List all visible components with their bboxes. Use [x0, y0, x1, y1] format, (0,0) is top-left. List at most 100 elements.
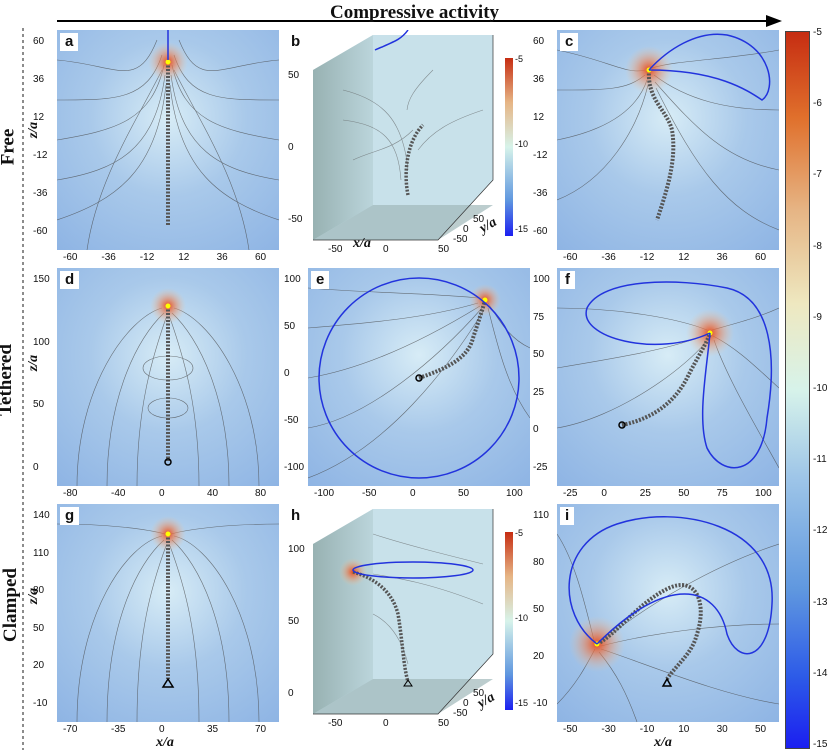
ytick-d-2: 50	[33, 399, 45, 411]
mini-colorbar-tick-h-0: -5	[515, 528, 524, 538]
panel-i: i	[557, 504, 779, 722]
colorbar-tick-2: -7	[813, 169, 822, 181]
ytick-e-1: 50	[284, 321, 296, 332]
ytick-f-5: -25	[533, 462, 548, 473]
mini-colorbar-tick-b-1: -10	[515, 139, 529, 149]
mini-colorbar-b	[505, 58, 513, 236]
ytick-f-4: 0	[533, 424, 539, 436]
panel-label-b: b	[286, 33, 306, 51]
row-label-clamped: Clamped	[0, 568, 21, 642]
ytick-b-0: 50	[288, 70, 300, 81]
xtick-c-0: -60	[563, 252, 578, 263]
xlabel-b: x/a	[353, 236, 371, 251]
xtick-c-4: 36	[716, 252, 728, 263]
xtick-i-1: -30	[601, 724, 616, 735]
ytick-g-2: 80	[33, 585, 45, 597]
ztick-h-1: 0	[463, 698, 469, 709]
ytick-c-1: 36	[533, 74, 545, 85]
ylabel-d: z/a	[26, 354, 42, 372]
streamlines-f	[557, 281, 779, 469]
xtick-a-0: -60	[63, 252, 78, 263]
xtick-g-3: 35	[207, 724, 219, 735]
row-label-tethered: Tethered	[0, 344, 16, 416]
xtick-g-2: 0	[159, 724, 165, 735]
mini-colorbar-h	[505, 532, 513, 710]
panel-e: e	[308, 268, 530, 486]
xtick-a-3: 12	[178, 252, 190, 263]
panel-d: d	[57, 268, 279, 486]
panel-g: g	[57, 504, 279, 722]
ztick-h-2: -50	[453, 708, 468, 719]
ytick-h-0: 100	[288, 544, 305, 555]
colorbar-tick-6: -11	[813, 454, 827, 466]
ztick-b-0: 50	[473, 214, 485, 225]
xtick-g-4: 70	[255, 724, 267, 735]
colorbar-tick-0: -5	[813, 27, 822, 38]
mini-colorbar-tick-b-0: -5	[515, 54, 524, 64]
ytick-a-1: 36	[33, 74, 45, 85]
ytick-g-3: 50	[33, 622, 45, 634]
ytick-i-1: 80	[533, 557, 545, 568]
xtick-f-2: 25	[639, 488, 651, 499]
xtick-f-1: 0	[601, 488, 607, 499]
ytick-e-3: -50	[284, 415, 299, 426]
xtick-d-4: 80	[255, 488, 267, 499]
xtick-e-2: 0	[410, 488, 416, 499]
streamlines-g	[57, 516, 279, 722]
row-separator	[22, 28, 24, 750]
xtick-c-5: 60	[755, 252, 767, 263]
xtick-e-1: -50	[362, 488, 377, 499]
ytick-c-5: -60	[533, 226, 548, 237]
ytick-a-3: -12	[33, 150, 48, 161]
xtick-f-3: 50	[678, 488, 690, 499]
xtick-c-1: -36	[601, 252, 616, 263]
xtick-i-2: -10	[639, 724, 655, 735]
xtick-i-4: 30	[716, 724, 728, 735]
panel-c: c	[557, 30, 779, 250]
ytick-d-0: 150	[33, 274, 50, 285]
xtick-b-0: -50	[328, 244, 343, 255]
ytick-h-1: 50	[288, 616, 300, 627]
colorbar-tick-4: -9	[813, 311, 822, 323]
ytick-f-3: 25	[533, 386, 545, 398]
ytick-b-2: -50	[288, 214, 303, 225]
ytick-c-4: -36	[533, 188, 548, 199]
colorbar-tick-3: -8	[813, 240, 822, 252]
panel-b: b	[283, 29, 523, 254]
xtick-d-3: 40	[207, 488, 219, 499]
panel-label-g: g	[60, 507, 80, 525]
ytick-e-0: 100	[284, 274, 301, 285]
streamlines-e	[308, 277, 530, 479]
ylabel-a: z/a	[26, 121, 42, 139]
ytick-a-2: 12	[33, 112, 45, 123]
ztick-b-1: 0	[463, 224, 469, 235]
xtick-e-3: 50	[458, 488, 470, 499]
mini-colorbar-tick-h-1: -10	[515, 613, 529, 623]
colorbar	[785, 31, 810, 749]
colorbar-tick-9: -14	[813, 667, 828, 679]
colorbar-tick-10: -15	[813, 739, 828, 750]
streamlines-a	[57, 30, 279, 250]
streamlines-i	[557, 516, 779, 722]
xtick-d-1: -40	[111, 488, 126, 499]
activity-arrow	[57, 15, 782, 27]
colorbar-tick-7: -12	[813, 525, 828, 537]
xtick-f-5: 100	[755, 488, 772, 499]
xtick-i-5: 50	[755, 724, 767, 735]
xlabel-i: x/a	[654, 735, 672, 750]
ztick-h-0: 50	[473, 688, 485, 699]
ytick-h-2: 0	[288, 688, 294, 699]
ytick-e-2: 0	[284, 368, 290, 379]
ytick-c-3: -12	[533, 150, 548, 161]
panel-f: f	[557, 268, 779, 486]
ytick-i-3: 20	[533, 651, 545, 662]
xtick-c-3: 12	[678, 252, 690, 263]
xtick-i-0: -50	[563, 724, 578, 735]
panel-label-e: e	[311, 271, 330, 289]
ytick-c-0: 60	[533, 36, 545, 47]
ytick-b-1: 0	[288, 142, 294, 153]
ytick-f-0: 100	[533, 274, 550, 285]
colorbar-tick-1: -6	[813, 98, 822, 110]
xtick-i-3: 10	[678, 724, 690, 735]
xtick-f-4: 75	[716, 488, 728, 499]
